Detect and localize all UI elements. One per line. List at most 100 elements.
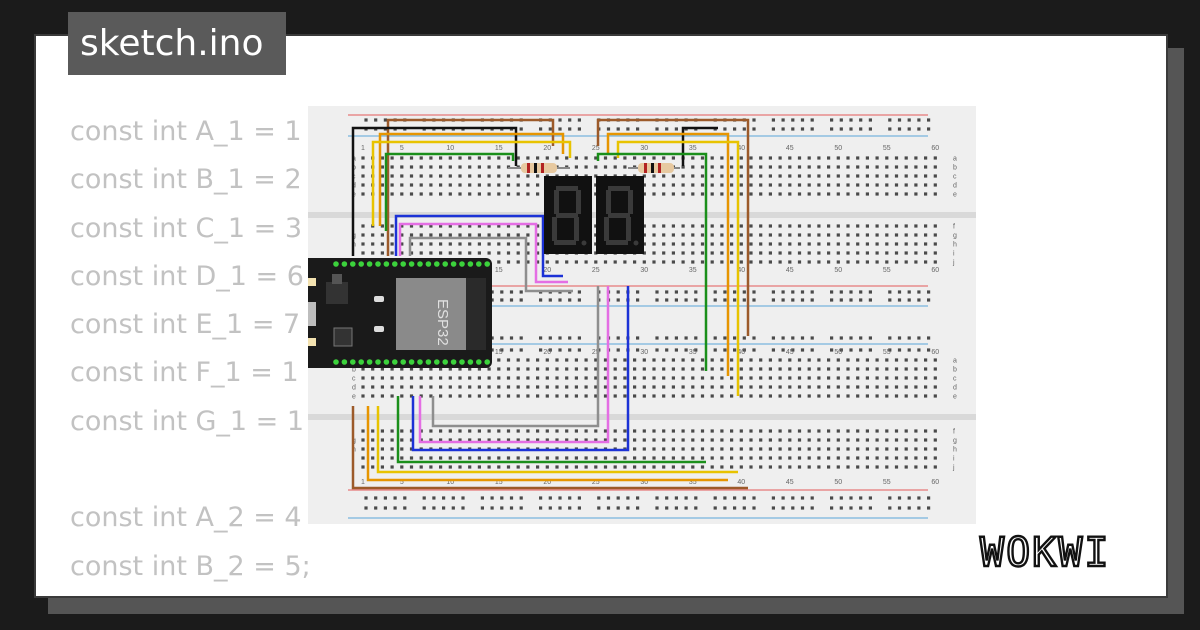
usb-port <box>298 302 316 326</box>
row-letter: g <box>953 438 957 445</box>
row-letter: b <box>953 165 957 172</box>
column-number: 60 <box>931 349 939 356</box>
row-letter: e <box>953 394 957 401</box>
wokwi-logo-text: WOKWI <box>980 530 1110 576</box>
wires <box>351 118 750 490</box>
row-letter: e <box>352 394 356 401</box>
wire-orange-2 <box>606 132 730 376</box>
row-letter: a <box>953 358 957 365</box>
column-number: 40 <box>737 479 745 486</box>
column-number: 20 <box>543 479 551 486</box>
wire-pink <box>398 222 568 284</box>
column-number: 20 <box>543 267 551 274</box>
column-number: 50 <box>834 479 842 486</box>
row-letter: d <box>953 385 957 392</box>
row-letter: h <box>953 242 957 249</box>
resistor-1 <box>508 163 570 173</box>
esp32-chip <box>396 278 466 350</box>
code-line: const int C_2 = 12 <box>70 591 319 596</box>
breadboard: 1111555510101010151515152020202025252525… <box>294 106 976 524</box>
column-number: 50 <box>834 145 842 152</box>
column-number: 60 <box>931 145 939 152</box>
row-letter: c <box>953 376 957 383</box>
wire-orange-bottom <box>366 406 728 482</box>
column-number: 45 <box>786 145 794 152</box>
column-number: 25 <box>592 479 600 486</box>
column-number: 45 <box>786 267 794 274</box>
row-letter: b <box>953 367 957 374</box>
esp32-board: ESP32 <box>294 258 492 368</box>
column-number: 55 <box>883 349 891 356</box>
row-letter: g <box>953 233 957 240</box>
seven-segment-display-1 <box>544 176 592 254</box>
wire-blue-bottom <box>411 286 630 452</box>
wire-orange <box>378 132 565 226</box>
wire-gray-bottom <box>431 286 600 428</box>
esp32-pins-top <box>333 261 490 267</box>
column-number: 40 <box>737 145 745 152</box>
code-line: const int F_1 = 1 <box>70 357 299 389</box>
column-number: 5 <box>400 145 404 152</box>
row-letter: f <box>953 224 955 231</box>
column-number: 45 <box>786 349 794 356</box>
preview-card: const int A_1 = 1 const int B_1 = 2 const … <box>34 34 1168 598</box>
circuit-diagram: 1111555510101010151515152020202025252525… <box>294 106 976 528</box>
breadboard-center-gap-2 <box>308 414 976 420</box>
column-number: 55 <box>883 267 891 274</box>
wire-brown-2 <box>596 118 750 336</box>
code-line: const int B_1 = 2 <box>70 164 302 196</box>
code-line: const int G_1 = 1 <box>70 405 305 437</box>
column-number: 30 <box>640 267 648 274</box>
wire-yellow-bottom <box>376 406 738 474</box>
file-tab[interactable]: sketch.ino <box>68 12 286 75</box>
esp32-label: ESP32 <box>434 299 451 346</box>
column-number: 10 <box>446 145 454 152</box>
column-number: 35 <box>689 267 697 274</box>
code-line: const int E_1 = 7 <box>70 309 301 341</box>
esp32-pins-bottom <box>333 359 490 365</box>
row-letter: e <box>953 192 957 199</box>
code-line: const int D_1 = 6 <box>70 260 304 292</box>
column-number: 25 <box>592 145 600 152</box>
column-number: 25 <box>592 267 600 274</box>
wire-gray <box>408 236 573 293</box>
column-number: 20 <box>543 145 551 152</box>
wire-yellow <box>371 140 572 226</box>
column-number: 1 <box>361 479 365 486</box>
seven-segment-display-2 <box>596 176 644 254</box>
column-number: 15 <box>495 267 503 274</box>
column-number: 55 <box>883 479 891 486</box>
code-preview: const int A_1 = 1 const int B_1 = 2 const … <box>70 108 319 596</box>
wire-black <box>351 126 518 256</box>
code-line: const int A_2 = 4 <box>70 502 302 534</box>
resistor-2 <box>628 163 680 173</box>
column-number: 5 <box>400 479 404 486</box>
column-number: 15 <box>495 479 503 486</box>
column-number: 30 <box>640 479 648 486</box>
row-letter: j <box>952 465 955 472</box>
wire-pink-bottom <box>418 286 610 444</box>
file-tab-label: sketch.ino <box>80 23 264 64</box>
column-number: 40 <box>737 267 745 274</box>
column-number: 35 <box>689 145 697 152</box>
row-letter: i <box>953 251 955 258</box>
row-letter: i <box>953 456 955 463</box>
row-letter: d <box>352 385 356 392</box>
row-letter: h <box>953 447 957 454</box>
column-number: 15 <box>495 145 503 152</box>
wokwi-logo: WOKWI <box>979 529 1110 576</box>
column-number: 30 <box>640 145 648 152</box>
column-number: 20 <box>543 349 551 356</box>
code-line: const int A_1 = 1 <box>70 116 302 147</box>
column-number: 10 <box>446 479 454 486</box>
row-letter: f <box>953 429 955 436</box>
wire-yellow-2 <box>616 140 740 396</box>
wire-blue <box>394 214 563 278</box>
row-letter: c <box>352 376 356 383</box>
wire-green <box>384 152 515 231</box>
column-number: 15 <box>495 349 503 356</box>
wire-brown-bottom <box>351 406 748 490</box>
column-number: 50 <box>834 349 842 356</box>
column-number: 25 <box>592 349 600 356</box>
row-letter: c <box>953 174 957 181</box>
